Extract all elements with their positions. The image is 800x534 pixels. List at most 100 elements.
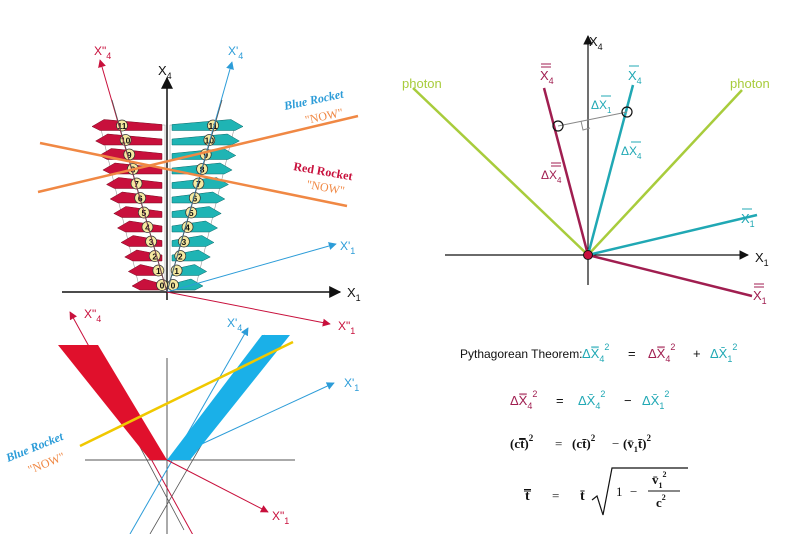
origin-marker: [583, 250, 593, 260]
xbar4-axis: [586, 84, 635, 256]
blue-x4-label: X'4: [228, 44, 243, 61]
svg-text:=: =: [555, 436, 562, 451]
bl-blue-worldtube: [167, 335, 290, 460]
photon-right-label: photon: [730, 76, 770, 91]
svg-text:=: =: [552, 488, 559, 503]
cyan-time-marker-label: 4: [185, 223, 190, 233]
xdbar4-label: X4: [540, 63, 554, 86]
svg-text:+: +: [693, 346, 701, 361]
bottom-left-panel: X"4 X'4 X'1 X"1 Blue Rocket "NOW": [3, 307, 359, 534]
right-x4-label: X4: [589, 34, 603, 52]
red-rocket-now-label: "NOW": [305, 177, 345, 197]
blue-x1-label: X'1: [340, 239, 355, 256]
xbar1-label: X1: [741, 208, 755, 229]
pythagorean-label: Pythagorean Theorem:: [460, 347, 583, 361]
bl-red-x4-label: X"4: [84, 307, 101, 324]
red-time-marker-label: 3: [149, 237, 154, 247]
red-rocket-now-line: [39, 141, 348, 208]
svg-text:−: −: [612, 436, 619, 451]
delta-xbar4-label: ΔX4: [621, 141, 642, 161]
xdbar1-label: X1: [753, 283, 767, 306]
xbar4-label: X4: [628, 65, 642, 86]
sqrt-sign: [591, 467, 688, 516]
svg-text:(ct̿)2: (ct̿)2: [510, 433, 534, 451]
bl-blue-x1-label: X'1: [344, 376, 359, 393]
cyan-time-marker-label: 0: [171, 281, 176, 291]
svg-text:X4: X4: [628, 68, 642, 86]
bl-blue-rocket-now-line: [79, 340, 294, 448]
svg-text:=: =: [628, 346, 636, 361]
photon-line-left: [412, 87, 589, 256]
cyan-time-marker-label: 2: [178, 252, 183, 262]
equation-2: ΔX̿42 = ΔX̄42 − ΔX̄12: [510, 389, 669, 411]
blue-x4-axis-inner: [166, 99, 223, 293]
red-time-marker-label: 10: [121, 136, 131, 146]
red-x4-axis-inner: [111, 99, 168, 293]
equations-block: Pythagorean Theorem: ΔX̿42 = ΔX̿42 + ΔX̄…: [460, 342, 737, 516]
red-x4-label: X"4: [94, 44, 111, 61]
bl-red-x1-axis: [166, 459, 269, 513]
svg-text:ΔX̄42: ΔX̄42: [578, 389, 605, 411]
xdbar1-axis: [587, 253, 753, 298]
svg-text:ΔX4: ΔX4: [541, 168, 562, 185]
time-marker-dot: [178, 235, 190, 248]
red-time-marker-label: 7: [134, 179, 139, 189]
photon-left-label: photon: [402, 76, 442, 91]
time-marker-dot: [141, 221, 154, 233]
cyan-time-marker-label: 6: [192, 194, 197, 204]
svg-text:−: −: [630, 484, 637, 499]
svg-text:(v̄1t̄)2: (v̄1t̄)2: [623, 433, 652, 454]
red-time-marker-label: 1: [156, 266, 161, 276]
svg-text:X4: X4: [540, 68, 554, 86]
delta-segment: [557, 111, 628, 127]
svg-text:ΔX̄12: ΔX̄12: [710, 342, 737, 364]
svg-text:t̿: t̿: [524, 488, 532, 504]
bl-red-x1-label: X"1: [272, 509, 289, 526]
svg-text:c2: c2: [656, 493, 666, 510]
svg-text:ΔX4: ΔX4: [621, 144, 642, 161]
xdbar4-axis: [542, 87, 590, 256]
blue-x1-axis: [166, 242, 337, 293]
cyan-time-marker-label: 3: [182, 237, 187, 247]
svg-text:v̄12: v̄12: [652, 470, 667, 490]
x1-label: X1: [347, 285, 361, 303]
right-angle-mark: [580, 120, 591, 131]
red-x1-label: X"1: [338, 319, 355, 336]
svg-text:−: −: [624, 393, 632, 408]
svg-text:1: 1: [616, 484, 623, 499]
red-x1-axis: [166, 291, 331, 327]
red-time-marker-label: 9: [127, 150, 132, 160]
bl-blue-x4-label: X'4: [227, 316, 242, 333]
red-ship-fin: [131, 278, 163, 291]
svg-text:ΔX1: ΔX1: [591, 98, 612, 115]
svg-text:ΔX̿42: ΔX̿42: [648, 342, 675, 364]
time-marker-dot: [130, 177, 143, 190]
top-left-panel: 0011223344556677889910101111 X4 X1 X"4 X…: [37, 44, 361, 336]
svg-text:ΔX̿42: ΔX̿42: [510, 389, 537, 411]
cyan-time-marker-label: 1: [174, 266, 179, 276]
svg-text:ΔX̿42: ΔX̿42: [582, 342, 609, 364]
bl-blue-x4-axis: [129, 327, 249, 534]
delta-xbar1-label: ΔX1: [591, 95, 612, 115]
equation-3: (ct̿)2 = (ct̄)2 − (v̄1t̄)2: [510, 433, 652, 454]
svg-text:=: =: [556, 393, 564, 408]
svg-text:X1: X1: [753, 288, 767, 306]
red-time-marker-label: 4: [145, 223, 150, 233]
svg-text:t̄: t̄: [580, 489, 586, 504]
point-marker-right: [621, 106, 633, 118]
photon-line-right: [587, 89, 743, 256]
xbar1-axis: [587, 213, 758, 257]
cyan-time-marker-label: 11: [209, 121, 218, 131]
point-marker-left: [552, 120, 564, 132]
red-time-marker-label: 0: [160, 281, 165, 291]
cyan-time-marker-label: 7: [196, 179, 201, 189]
svg-text:X1: X1: [741, 211, 755, 229]
svg-text:ΔX̄12: ΔX̄12: [642, 389, 669, 411]
red-time-marker-label: 2: [152, 252, 157, 262]
bl-red-worldtube: [58, 345, 167, 460]
svg-text:(ct̄)2: (ct̄)2: [572, 433, 596, 451]
right-panel: X4 X1 photon photon X4 X4 X1 X1 ΔX1 ΔX4: [402, 34, 770, 306]
right-x1-label: X1: [755, 250, 769, 268]
